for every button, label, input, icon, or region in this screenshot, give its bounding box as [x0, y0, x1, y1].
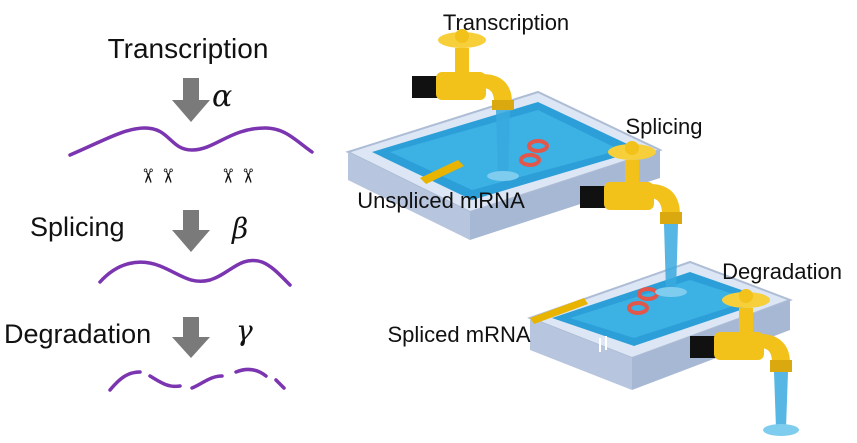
scissors-group: ✂ ✂ ✂ ✂ — [136, 168, 260, 185]
pool-label-spliced: Spliced mRNA — [387, 322, 530, 347]
down-arrow-splicing — [172, 210, 210, 252]
rate-symbol-alpha: α — [212, 79, 232, 114]
degraded-mrna-fragments — [108, 367, 286, 392]
transcription-tap-icon — [412, 29, 514, 110]
step-label-degradation: Degradation — [4, 319, 151, 349]
rate-symbol-gamma: γ — [236, 314, 253, 347]
scissors-icon: ✂ — [216, 168, 240, 185]
tap-label-splicing: Splicing — [625, 114, 702, 139]
down-arrow-transcription — [172, 78, 210, 122]
spliced-mrna-strand — [98, 258, 292, 287]
splicing-tap-icon — [580, 141, 682, 224]
tap-label-transcription: Transcription — [443, 10, 569, 35]
step-label-transcription: Transcription — [108, 33, 269, 64]
tap-label-degradation: Degradation — [722, 259, 842, 284]
degradation-water-stream — [774, 372, 788, 428]
scissors-icon: ✂ — [156, 168, 180, 185]
degradation-tap-icon — [690, 289, 792, 372]
rate-symbol-beta: β — [231, 212, 248, 245]
splicing-water-stream — [664, 224, 678, 292]
left-pathway-panel: Transcription α ✂ ✂ ✂ ✂ Splicing β Degra… — [4, 33, 314, 392]
down-arrow-degradation — [172, 317, 210, 358]
transcription-water-stream — [496, 110, 510, 176]
scissors-icon: ✂ — [136, 168, 160, 185]
unspliced-mrna-strand — [68, 126, 314, 157]
pool-label-unspliced: Unspliced mRNA — [357, 188, 525, 213]
right-tap-analogy-panel: Transcription Splicing Degradation Unspl… — [345, 10, 842, 436]
scissors-icon: ✂ — [236, 168, 260, 185]
step-label-splicing: Splicing — [30, 212, 125, 242]
